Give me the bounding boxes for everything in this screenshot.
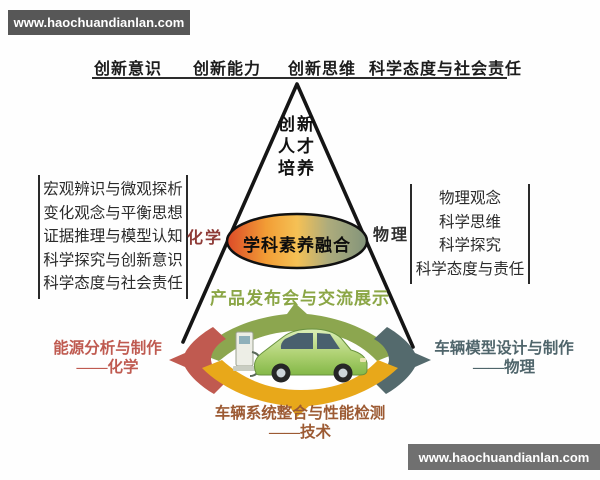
list-item: 科学态度与社会责任 (43, 275, 183, 292)
header-label-scientific-attitude: 科学态度与社会责任 (369, 61, 523, 78)
activity-line: 能源分析与制作 (53, 340, 162, 357)
cone-apex-line: 人才 (278, 137, 316, 156)
list-item: 物理观念 (438, 190, 501, 207)
activity-energy-analysis: 能源分析与制作 ——化学 (40, 339, 175, 377)
electric-car-icon (254, 328, 368, 383)
list-item: 科学探究 (438, 237, 501, 254)
activity-line: 车辆系统整合与性能检测 (214, 405, 386, 422)
list-item: 证据推理与模型认知 (43, 228, 183, 245)
activity-line: ——化学 (76, 359, 139, 376)
activity-line: 车辆模型设计与制作 (434, 340, 574, 357)
physics-competency-list: 物理观念 科学思维 科学探究 科学态度与责任 (410, 184, 530, 284)
cone-apex-line: 创新 (278, 115, 316, 134)
watermark-bottom-right: www.haochuandianlan.com (408, 444, 600, 470)
activity-vehicle-model-design: 车辆模型设计与制作 ——物理 (428, 339, 580, 377)
list-item: 宏观辨识与微观探析 (43, 181, 183, 198)
cone-apex-line: 培养 (278, 159, 316, 178)
physics-subject-label: 物理 (373, 227, 410, 244)
list-item: 科学态度与责任 (415, 260, 525, 278)
cycle-arrow-down-icon (202, 360, 398, 417)
watermark-top-left: www.haochuandianlan.com (8, 10, 190, 35)
list-item: 科学探究与创新意识 (43, 251, 183, 269)
activity-line: ——物理 (472, 359, 535, 376)
chemistry-subject-label: 化学 (187, 230, 224, 247)
cycle-arrow-left-icon (169, 327, 227, 394)
fusion-ellipse (225, 212, 369, 270)
chemistry-competency-list: 宏观辨识与微观探析 变化观念与平衡思想 证据推理与模型认知 科学探究与创新意识 … (38, 175, 188, 299)
cycle-arrow-right-icon (373, 327, 431, 394)
ev-charger-icon (233, 331, 262, 377)
header-label-innovation-ability: 创新能力 (193, 61, 262, 78)
header-label-innovation-thinking: 创新思维 (288, 61, 357, 78)
header-label-innovation-awareness: 创新意识 (94, 61, 163, 78)
cone-apex-label: 创新 人才 培养 (255, 114, 339, 180)
fusion-ellipse-label: 学科素养融合 (243, 236, 351, 255)
activity-system-integration: 车辆系统整合与性能检测 ——技术 (195, 404, 405, 442)
list-item: 科学思维 (438, 213, 501, 231)
list-item: 变化观念与平衡思想 (43, 204, 183, 222)
activity-line: ——技术 (268, 424, 331, 441)
activity-product-launch: 产品发布会与交流展示 (210, 289, 390, 308)
header-underline (92, 77, 507, 79)
cone-outline (181, 82, 415, 349)
